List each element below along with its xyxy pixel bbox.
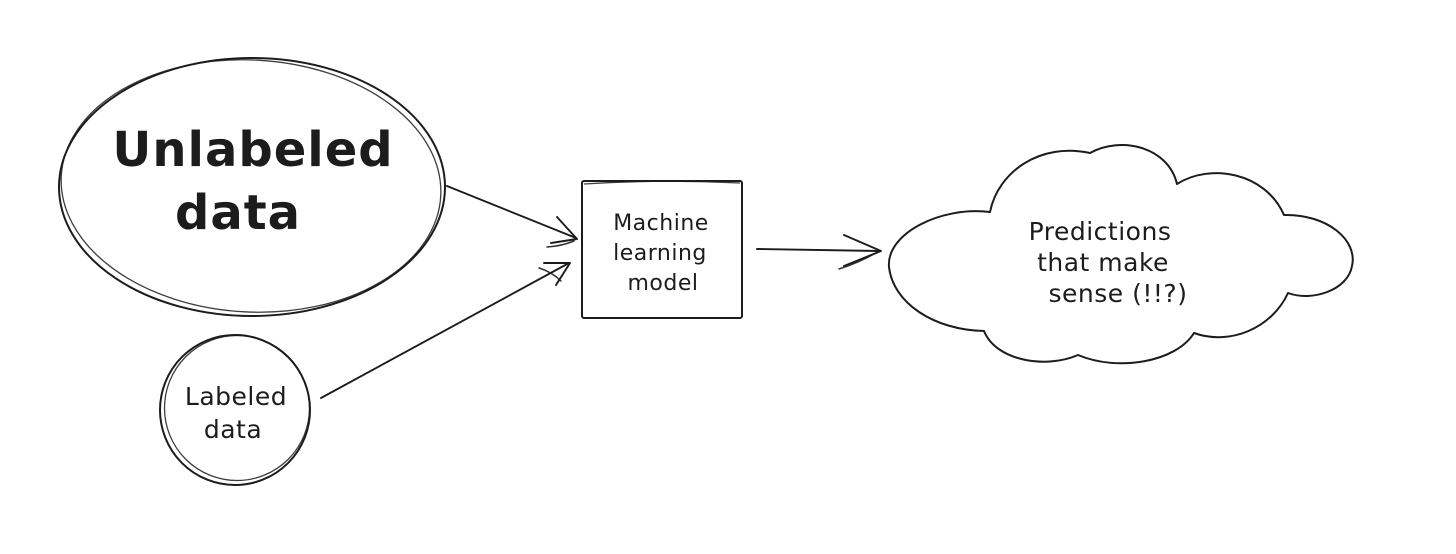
labeled-data-label-line1: Labeled [185, 382, 287, 411]
arrow-model-to-predictions-head-sketch [838, 253, 875, 270]
arrow-labeled-to-model-head-sketch [538, 267, 562, 282]
arrow-model-to-predictions-line [756, 248, 880, 252]
unlabeled-data-label-line1: Unlabeled [112, 122, 393, 178]
arrow-unlabeled-to-model-line [446, 185, 577, 239]
node-ml-model: Machine learning model [581, 180, 743, 319]
node-predictions: Predictions that make sense (!!?) [887, 144, 1354, 365]
ml-model-box-sketch [583, 180, 741, 185]
ml-model-label-line2: learning [613, 241, 707, 266]
predictions-label-line2: that make [1037, 248, 1169, 277]
unlabeled-data-label-line2: data [175, 185, 301, 241]
labeled-data-label-line2: data [204, 415, 262, 444]
arrow-model-to-predictions [756, 234, 882, 270]
arrow-labeled-to-model [320, 262, 571, 399]
node-labeled-data: Labeled data [159, 334, 311, 486]
arrow-labeled-to-model-line [320, 262, 570, 399]
predictions-cloud [887, 144, 1354, 365]
arrow-unlabeled-to-model [446, 185, 578, 248]
predictions-label-line3: sense (!!?) [1049, 279, 1188, 308]
ml-model-label-line3: model [627, 271, 698, 296]
ml-model-label-line1: Machine [613, 211, 709, 236]
predictions-label-line1: Predictions [1029, 217, 1172, 246]
arrow-unlabeled-to-model-head [550, 216, 578, 244]
node-unlabeled-data: Unlabeled data [58, 57, 446, 317]
arrow-labeled-to-model-head [543, 262, 571, 286]
unlabeled-data-ellipse [58, 57, 446, 317]
unlabeled-data-ellipse-sketch [60, 59, 442, 313]
arrow-unlabeled-to-model-head-sketch [546, 240, 575, 248]
labeled-data-circle-sketch [163, 334, 311, 482]
arrow-model-to-predictions-head [843, 234, 882, 267]
